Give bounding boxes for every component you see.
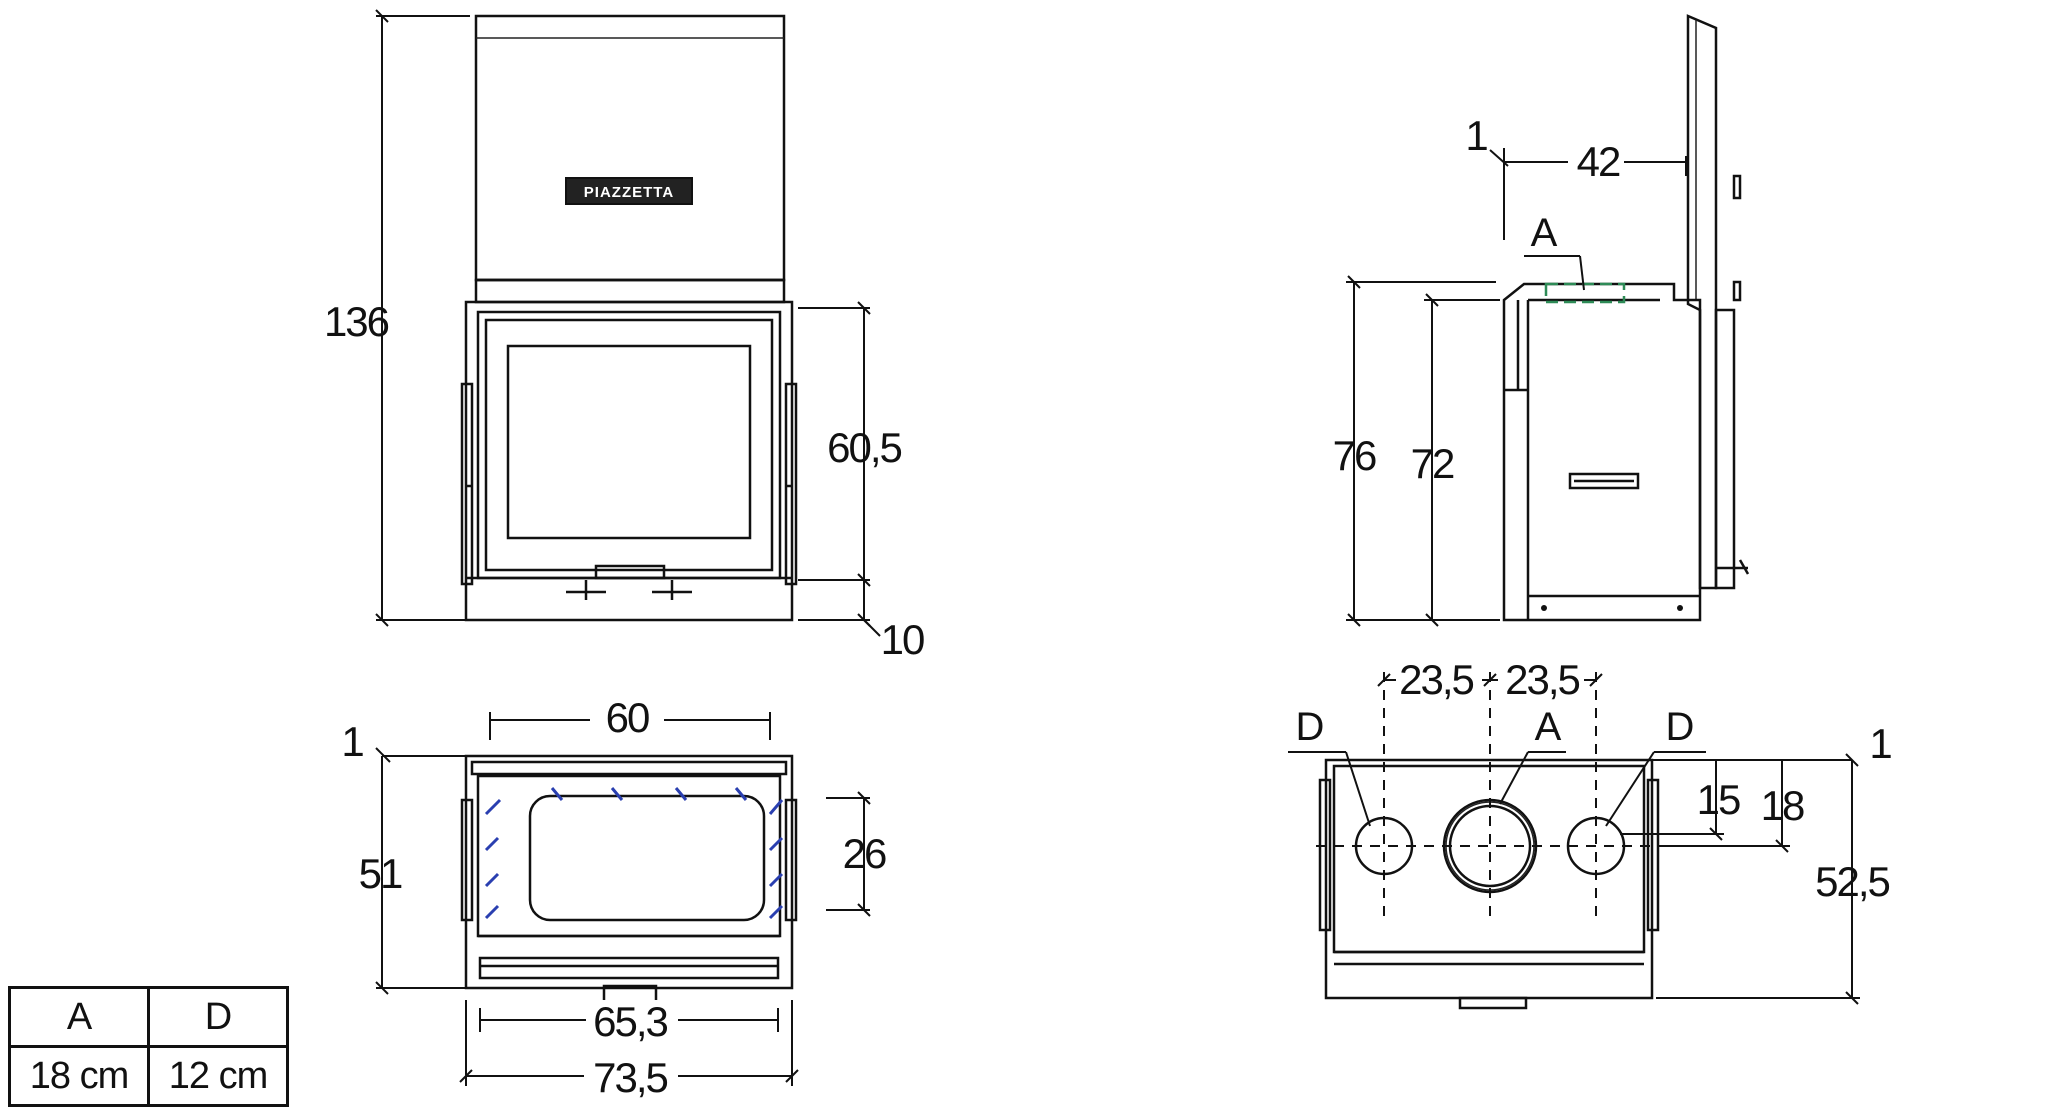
door-handle: [594, 564, 666, 580]
brand-logo: PIAZZETTA: [565, 177, 693, 205]
firebox-outline: [476, 774, 782, 938]
dim-base-height: 10: [881, 616, 924, 663]
refractory-hatching: [484, 787, 784, 920]
dim-side-top-offset: 1: [1465, 112, 1487, 159]
top-body: [464, 754, 794, 990]
spec-table-value-row: 18 cm 12 cm: [8, 1045, 289, 1107]
dim-spacing-right: 23,5: [1505, 656, 1579, 703]
dim-offset: 1: [341, 718, 363, 765]
outlet-view: 23,5 23,5 D A D 1 15 18 52,5: [1288, 656, 1893, 1010]
firebox-inner: [528, 794, 766, 922]
spec-table: A D 18 cm 12 cm: [8, 986, 289, 1107]
outlet-a-marker: [1544, 282, 1626, 304]
label-outlet-a-center: A: [1535, 705, 1562, 749]
hood-panel: [474, 14, 786, 282]
spec-table-header-row: A D: [8, 986, 289, 1048]
back-panel: [1686, 14, 1718, 590]
dim-total-height: 136: [324, 298, 389, 345]
dim-height-outer: 76: [1333, 432, 1376, 479]
brand-logo-text: PIAZZETTA: [584, 184, 674, 201]
spec-value-d: 12 cm: [147, 1045, 289, 1107]
dim-spacing-left: 23,5: [1399, 656, 1473, 703]
dim-outlet-a-offset: 18: [1761, 782, 1804, 829]
spec-header-d: D: [147, 986, 289, 1048]
glass-window: [506, 344, 752, 540]
right-bracket: [784, 382, 798, 586]
label-outlet-d-left: D: [1296, 705, 1325, 749]
front-view: PIAZZETTA 136 60,5: [324, 9, 926, 663]
dim-width-mid: 65,3: [593, 998, 667, 1045]
label-outlet-d-right: D: [1666, 705, 1695, 749]
side-handle: [1568, 472, 1640, 490]
outlet-d-left-circle: [1354, 816, 1414, 876]
dim-height-inner: 72: [1411, 440, 1454, 487]
dim-outlet-depth: 52,5: [1815, 858, 1889, 905]
dim-glass-height: 60,5: [827, 424, 901, 471]
top-view: 60 1 51 26 65,3 73,5: [341, 694, 888, 1101]
dim-inner-width: 60: [606, 694, 649, 741]
dim-outlet-d-offset: 15: [1697, 776, 1740, 823]
dim-side-depth: 42: [1577, 138, 1620, 185]
dim-outlet-offset: 1: [1869, 720, 1891, 767]
side-body: [1502, 282, 1702, 622]
firebox-body: [464, 300, 794, 622]
dim-total-width: 73,5: [593, 1054, 667, 1101]
left-bracket: [460, 382, 474, 586]
label-outlet-a: A: [1531, 211, 1558, 255]
spec-value-a: 18 cm: [8, 1045, 150, 1107]
spec-header-a: A: [8, 986, 150, 1048]
side-view: A 1 42 76 72: [1333, 14, 1750, 627]
dim-firebox-depth: 26: [843, 830, 886, 877]
dim-depth: 51: [359, 850, 402, 897]
